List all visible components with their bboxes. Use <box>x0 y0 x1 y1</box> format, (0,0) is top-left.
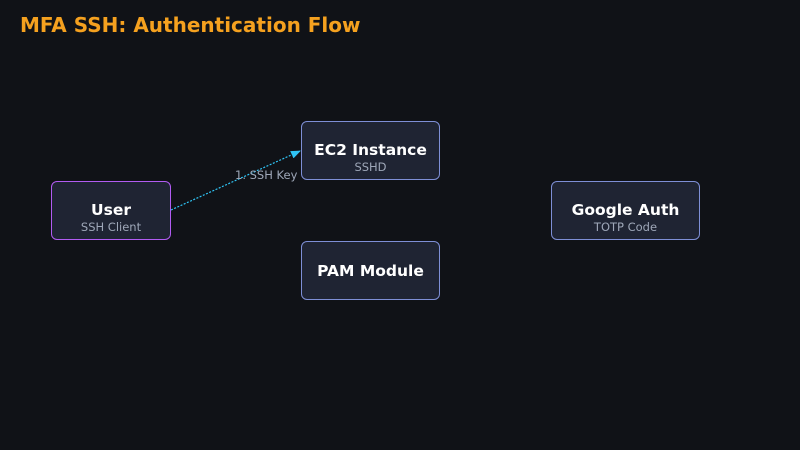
node-user-sub: SSH Client <box>80 220 142 234</box>
page-title: MFA SSH: Authentication Flow <box>20 13 361 37</box>
node-user[interactable]: User SSH Client <box>51 181 171 240</box>
edge-label-ssh-key: 1. SSH Key <box>235 168 298 182</box>
node-google-label: Google Auth <box>571 201 680 219</box>
node-google-sub: TOTP Code <box>593 220 658 234</box>
node-pam-module[interactable]: PAM Module <box>301 241 440 300</box>
node-google-auth[interactable]: Google Auth TOTP Code <box>551 181 700 240</box>
node-user-label: User <box>91 201 131 219</box>
node-ec2-label: EC2 Instance <box>314 141 427 159</box>
node-ec2-sub: SSHD <box>354 160 387 174</box>
node-ec2-instance[interactable]: EC2 Instance SSHD <box>301 121 440 180</box>
node-pam-label: PAM Module <box>317 262 424 280</box>
edge-user-to-ec2 <box>170 150 301 211</box>
